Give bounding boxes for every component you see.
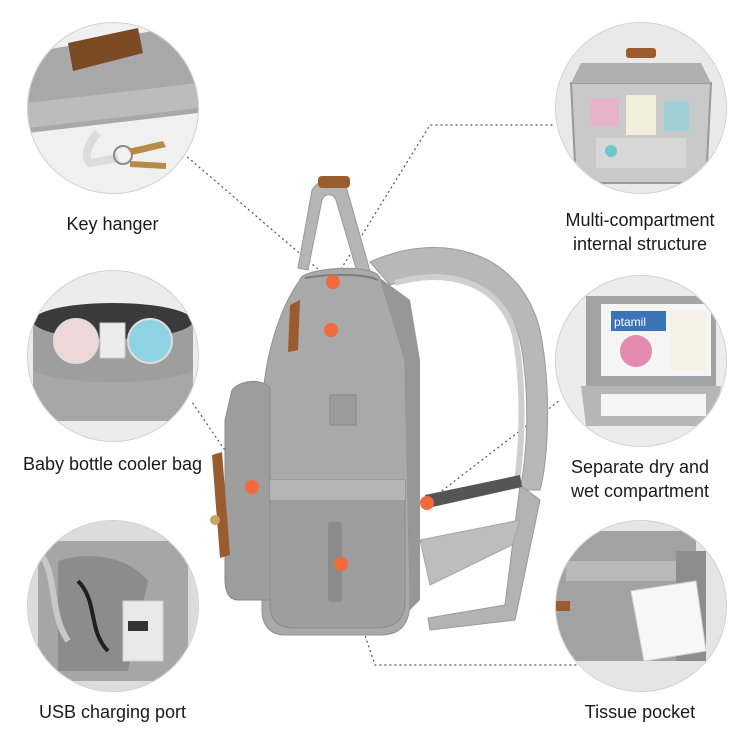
callout-usb-port — [27, 520, 199, 692]
bag-main-body — [261, 267, 411, 636]
callout-dry-wet: ptamil — [555, 275, 727, 447]
leader-tissue — [340, 564, 580, 666]
side-pocket — [224, 381, 271, 601]
marker-key-hanger — [326, 275, 340, 289]
marker-front-pocket — [334, 557, 348, 571]
marker-side-pocket — [245, 480, 259, 494]
label-dry-wet-line1: Separate dry and — [570, 457, 710, 477]
label-internal-structure-line2: internal structure — [572, 234, 708, 254]
leader-dry-wet — [425, 399, 561, 504]
label-internal-structure: Multi-compartment internal structure — [545, 208, 735, 256]
shoulder-strap — [369, 246, 549, 491]
leader-key-hanger — [184, 154, 334, 283]
formula-box-text: ptamil — [614, 315, 646, 329]
leader-internal-structure — [332, 124, 555, 283]
front-pocket — [269, 479, 406, 629]
label-dry-wet: Separate dry and wet compartment — [555, 455, 725, 503]
callout-bottle-cooler — [27, 270, 199, 442]
label-key-hanger: Key hanger — [66, 214, 159, 234]
label-tissue-pocket: Tissue pocket — [584, 702, 696, 722]
marker-back-pocket — [420, 496, 434, 510]
chest-webbing — [425, 475, 522, 508]
label-dry-wet-line2: wet compartment — [570, 481, 710, 501]
top-handle — [297, 179, 373, 283]
callout-tissue-pocket — [555, 520, 727, 692]
label-usb-port: USB charging port — [38, 702, 187, 722]
lower-strap — [427, 484, 541, 631]
callout-internal-structure — [555, 22, 727, 194]
marker-top-opening — [324, 323, 338, 337]
label-internal-structure-line1: Multi-compartment — [565, 210, 715, 230]
feature-markers — [245, 275, 434, 571]
label-bottle-cooler: Baby bottle cooler bag — [22, 454, 203, 474]
handle-leather-tab — [318, 176, 350, 188]
callout-key-hanger — [27, 22, 199, 194]
